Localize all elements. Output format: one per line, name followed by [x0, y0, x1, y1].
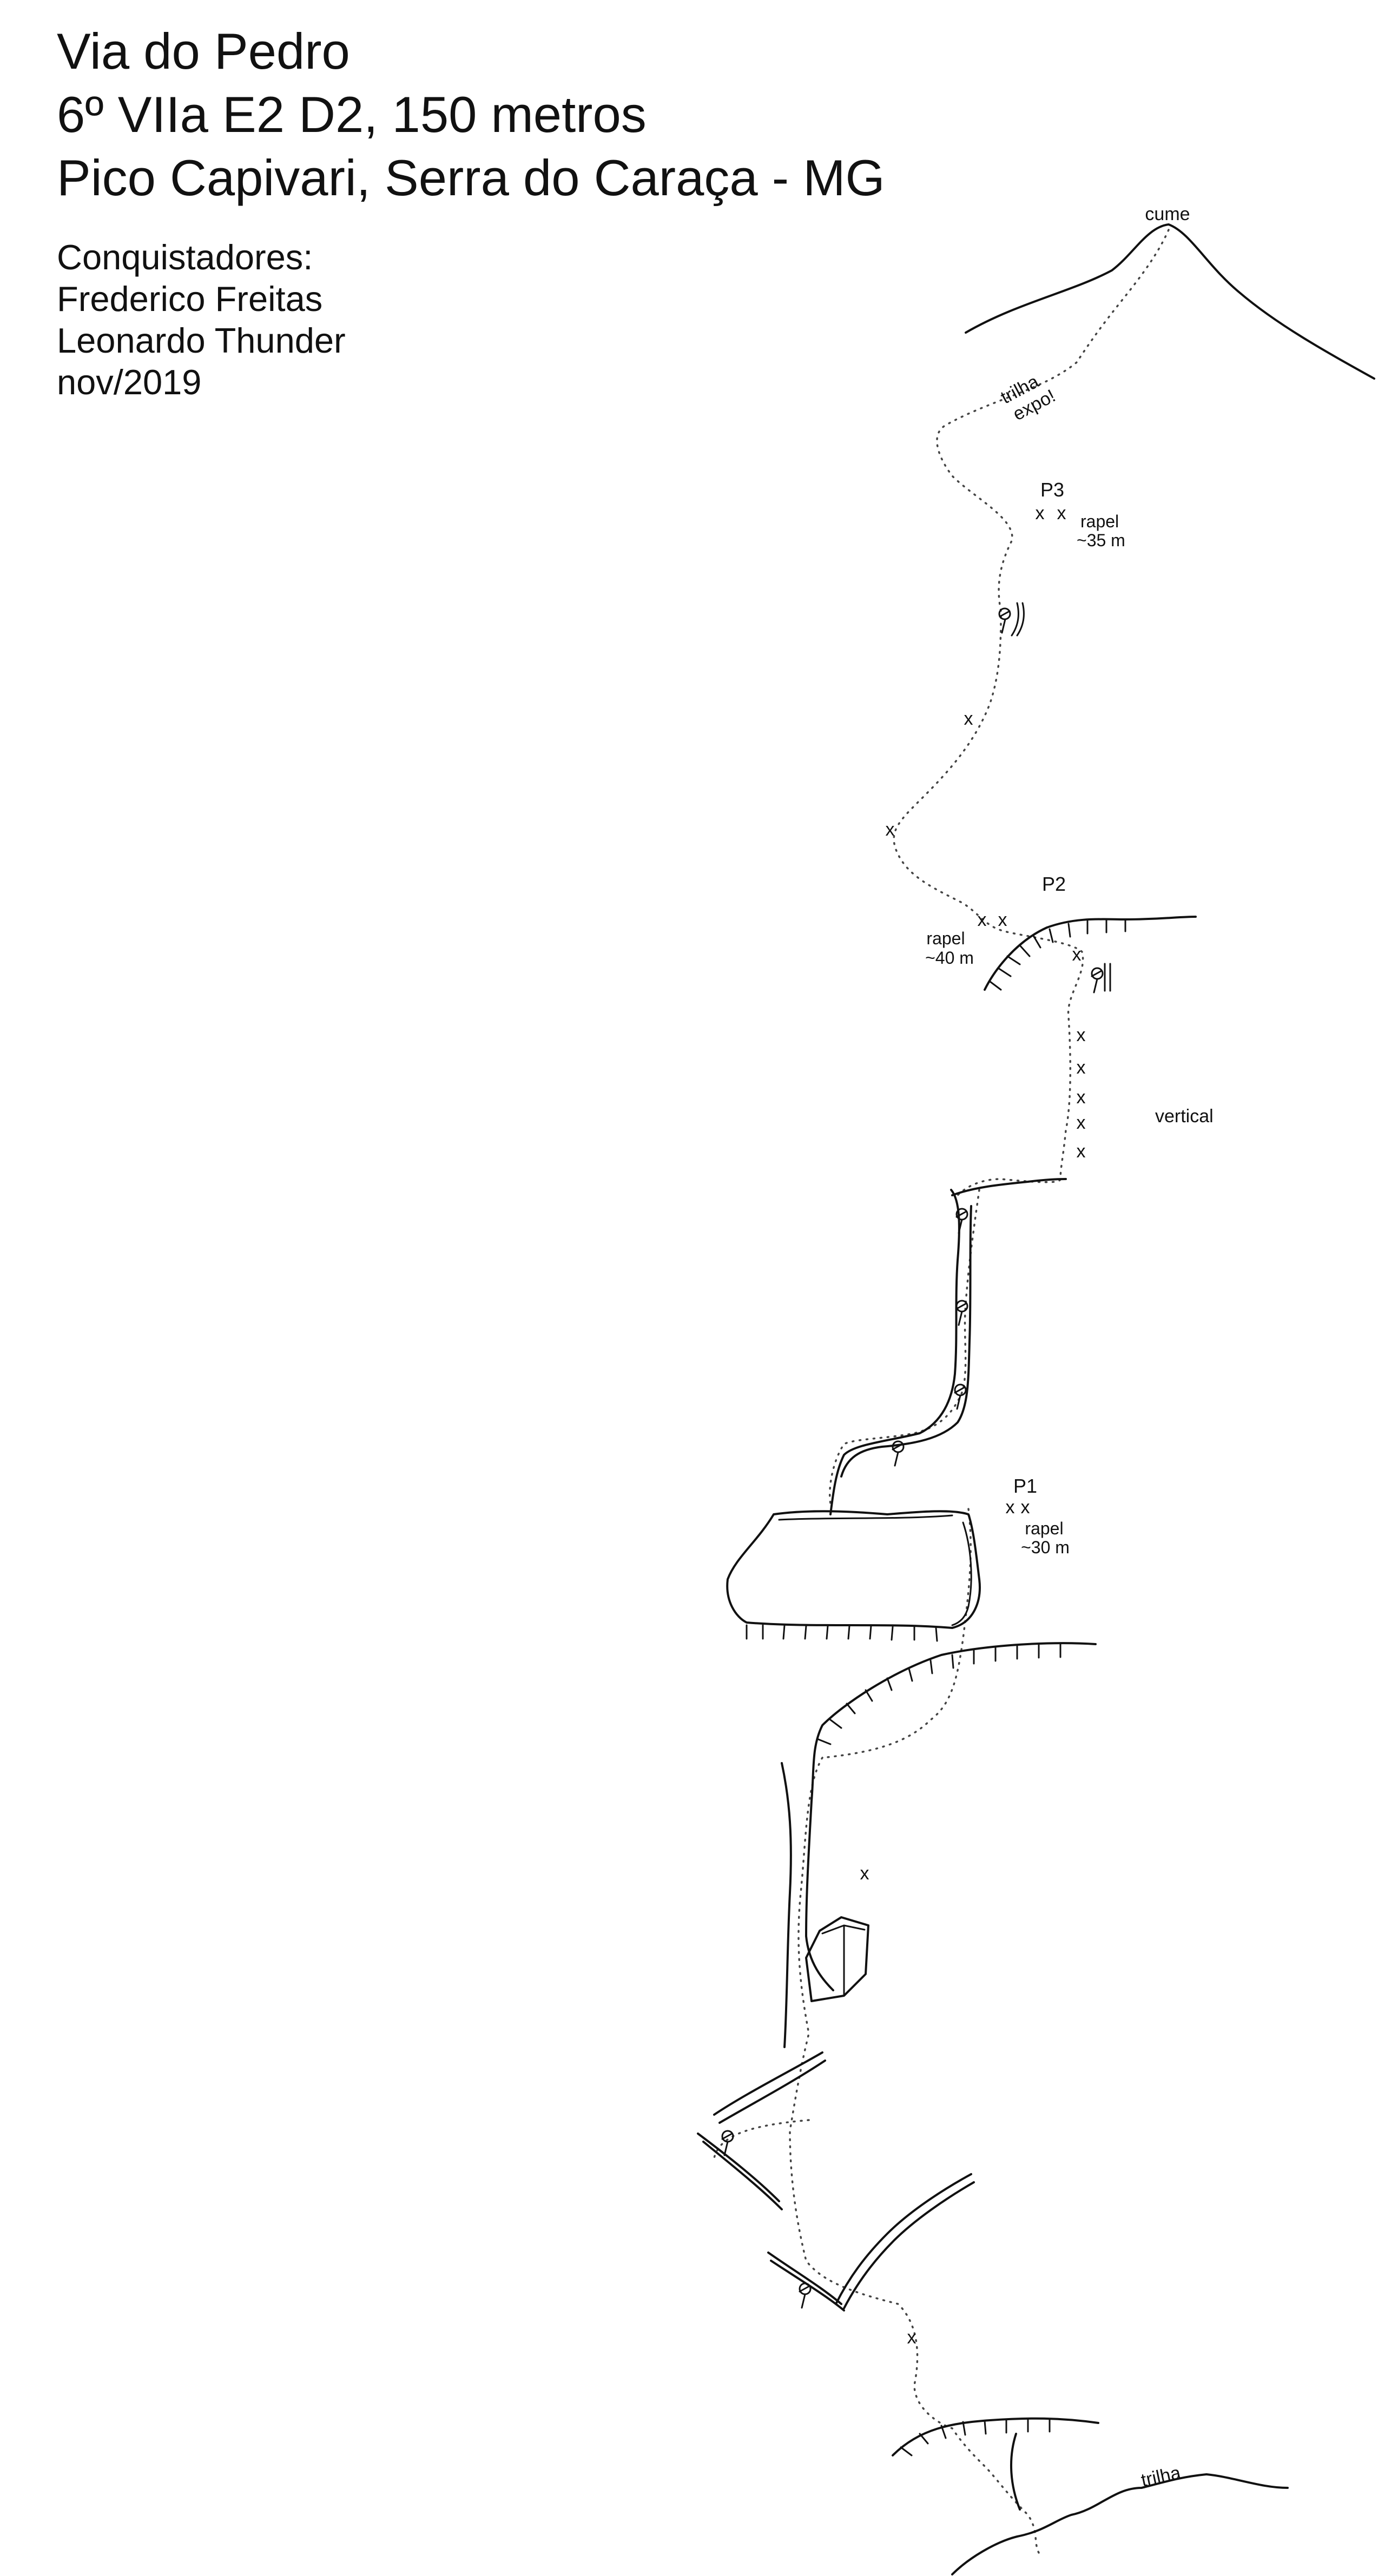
bolt-icon: x	[1077, 1141, 1086, 1162]
bolt-icon: x	[886, 819, 895, 840]
summit-ridge	[965, 223, 1375, 380]
rock-ledge-icon	[951, 1178, 1067, 1196]
rock-ledge-icon	[805, 1642, 1097, 1991]
crack-line	[843, 2181, 975, 2309]
trail-exposed-label-group: trilha expo!	[997, 371, 1059, 425]
bolt-icon: x	[1006, 1497, 1015, 1518]
rock-ledge-icon	[1010, 2433, 1021, 2511]
belay-station-label: P3	[1040, 479, 1064, 501]
crack-line	[697, 2133, 780, 2202]
rappel-length: ~40 m	[925, 948, 974, 968]
piton-icon	[955, 1300, 968, 1326]
bolt-icon: x	[1072, 944, 1082, 965]
credits-heading: Conquistadores:	[57, 237, 313, 277]
rappel-label: rapel	[1080, 512, 1119, 531]
rock-ledge-icon	[892, 2417, 1099, 2456]
rock-ledge-ticks	[900, 2418, 1051, 2456]
topo-header: Via do Pedro 6º VIIa E2 D2, 150 metros P…	[57, 19, 885, 403]
piton-icon	[721, 2130, 734, 2156]
boulder-edge	[778, 1514, 972, 1626]
boulder-edge	[821, 1924, 866, 1997]
crack-line	[829, 1189, 960, 1515]
credits: Conquistadores: Frederico Freitas Leonar…	[57, 236, 885, 403]
crack-line	[718, 2060, 826, 2124]
credits-date: nov/2019	[57, 362, 202, 402]
piton-icon	[955, 1208, 968, 1234]
crack-line	[713, 2051, 823, 2116]
bolt-icon: x	[1077, 1112, 1086, 1133]
boulder-icon	[726, 1510, 981, 1629]
boulder-base-ticks	[746, 1624, 938, 1642]
bolt-icon: x	[1036, 503, 1045, 524]
piton-icon	[892, 1440, 905, 1467]
summit-label: cume	[1145, 204, 1190, 224]
route-line	[821, 1508, 972, 1759]
rappel-length: ~30 m	[1021, 1538, 1070, 1557]
route-location: Pico Capivari, Serra do Caraça - MG	[57, 149, 885, 206]
rock-ledge-icon	[984, 916, 1197, 991]
boulder-icon	[805, 1916, 869, 2002]
route-line	[713, 2119, 810, 2159]
bolt-icon: x	[907, 2327, 917, 2348]
route-line	[789, 1757, 1040, 2554]
bolt-icon: x	[978, 910, 987, 930]
piton-icon	[954, 1383, 967, 1410]
belay-station-label: P2	[1042, 873, 1066, 895]
piton-icon	[799, 2282, 812, 2309]
bolt-icon: x	[1077, 1025, 1086, 1045]
crack-line	[767, 2251, 842, 2305]
vertical-label: vertical	[1155, 1106, 1214, 1127]
piton-icon	[1091, 963, 1111, 994]
crack-line	[770, 2260, 845, 2312]
dihedral-line	[781, 1762, 792, 2048]
bolt-icon: x	[964, 708, 973, 729]
bolt-icon: x	[1057, 503, 1066, 524]
rock-ledge-ticks	[816, 1643, 1061, 1745]
bolt-icon: x	[1021, 1497, 1030, 1518]
belay-station-label: P1	[1013, 1475, 1037, 1497]
bolt-icon: x	[1077, 1057, 1086, 1078]
route-line	[828, 1189, 980, 1505]
crack-line	[702, 2141, 783, 2210]
rappel-length: ~35 m	[1077, 531, 1125, 550]
rappel-label: rapel	[926, 929, 965, 948]
approach-trail-line	[951, 2473, 1289, 2575]
bolt-icon: x	[860, 1863, 869, 1884]
crack-line	[840, 1205, 972, 1478]
crack-line	[835, 2173, 972, 2305]
bolt-icon: x	[998, 910, 1007, 930]
rock-ledge-ticks	[989, 918, 1126, 991]
climber-name: Leonardo Thunder	[57, 321, 346, 360]
trail-label: trilha	[1139, 2462, 1183, 2491]
climber-name: Frederico Freitas	[57, 279, 323, 319]
rappel-label: rapel	[1025, 1519, 1063, 1538]
piton-icon	[998, 602, 1025, 637]
route-grade: 6º VIIa E2 D2, 150 metros	[57, 86, 647, 143]
route-title: Via do Pedro	[57, 23, 350, 80]
bolt-icon: x	[1077, 1087, 1086, 1108]
